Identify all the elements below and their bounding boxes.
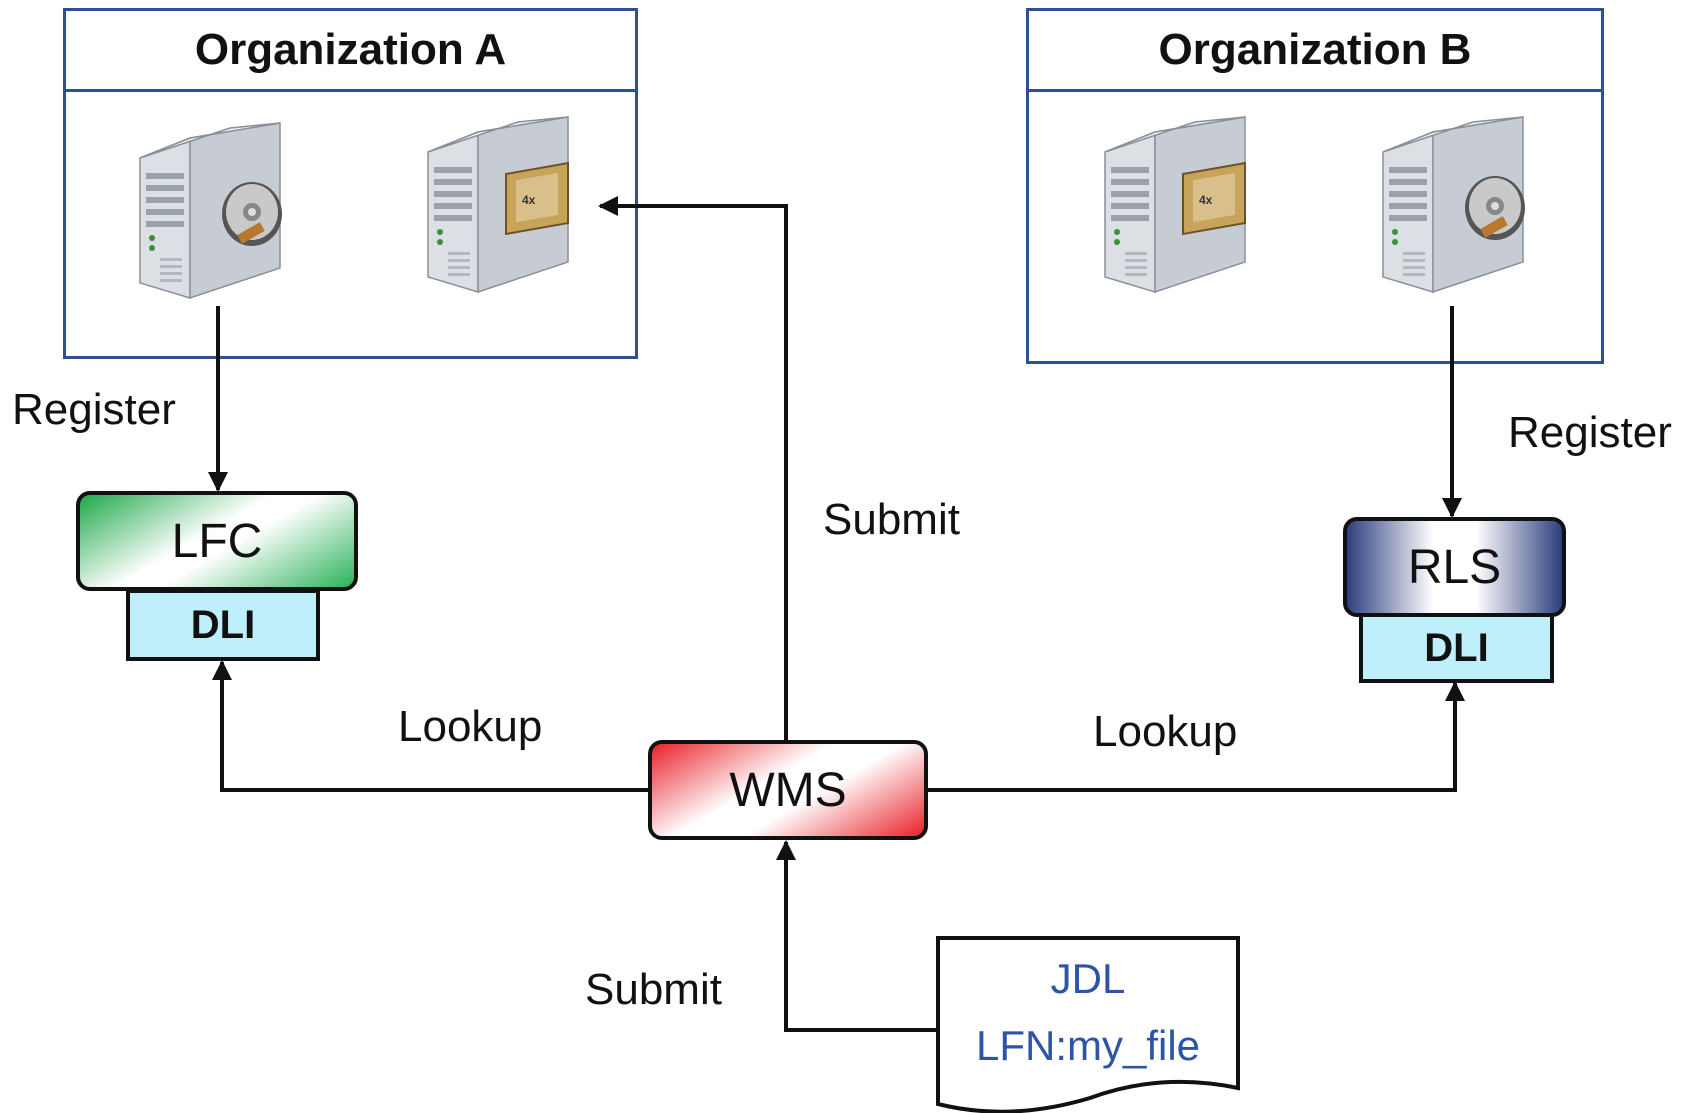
jdl-lfn: LFN:my_file — [975, 1022, 1201, 1069]
svg-text:4x: 4x — [522, 193, 536, 207]
rls-dli-box: DLI — [1359, 613, 1554, 683]
lfc-dli-box: DLI — [126, 589, 320, 661]
storage-server-icon — [139, 122, 282, 299]
lookup-rls-label: Lookup — [1093, 707, 1238, 756]
wms-node: WMS — [648, 740, 928, 840]
rls-node: RLS — [1343, 517, 1566, 617]
lfc-node: LFC — [76, 491, 358, 591]
lookup-lfc-label: Lookup — [398, 702, 543, 751]
organization-a-title: Organization A — [66, 11, 635, 92]
compute-server-icon: 4x — [1104, 116, 1246, 293]
svg-text:4x: 4x — [1199, 193, 1213, 207]
jdl-document-shape — [936, 936, 1240, 1113]
register-a-label: Register — [12, 385, 176, 434]
register-b-label: Register — [1508, 408, 1672, 457]
jdl-title: JDL — [1050, 955, 1126, 1002]
organization-b-title: Organization B — [1029, 11, 1601, 92]
submit-to-org-label: Submit — [823, 495, 960, 544]
storage-server-icon — [1382, 116, 1525, 293]
submit-to-wms-label: Submit — [585, 965, 722, 1014]
compute-server-icon: 4x — [427, 116, 569, 293]
